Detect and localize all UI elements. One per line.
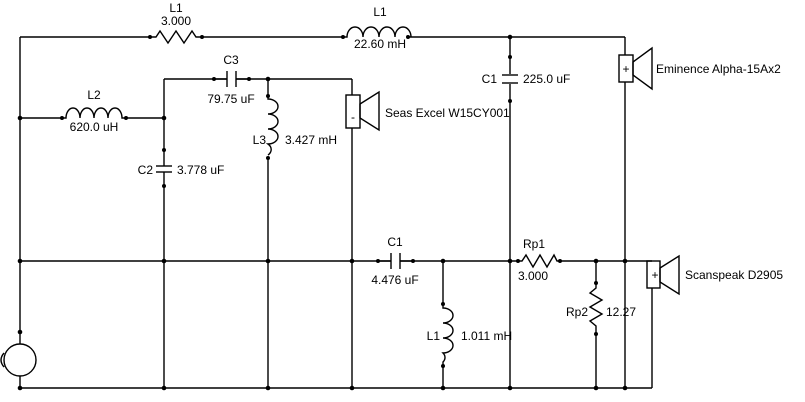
junction-dot xyxy=(17,329,23,335)
resistor-rp1[interactable]: Rp1 3.000 xyxy=(518,237,560,283)
component-ref: C3 xyxy=(223,53,239,67)
junction-dot xyxy=(265,258,271,264)
pin-dot xyxy=(162,184,166,188)
inductor-l2[interactable]: L2 620.0 uH xyxy=(62,88,126,134)
resistor-symbol-icon xyxy=(518,253,560,269)
wires xyxy=(19,36,653,389)
speaker-name: Eminence Alpha-15Ax2 xyxy=(656,62,781,76)
junction-dot xyxy=(593,258,599,264)
component-ref: L1 xyxy=(427,329,441,343)
component-value: 12.27 xyxy=(606,305,636,319)
inductor-l1-bottom[interactable]: L1 1.011 mH xyxy=(427,304,513,366)
junction-dot xyxy=(440,385,446,391)
component-ref: L1 xyxy=(373,5,387,19)
speaker-name: Seas Excel W15CY001 xyxy=(385,106,510,120)
resistor-l1-series[interactable]: L1 3.000 xyxy=(150,1,202,45)
component-value: 3.427 mH xyxy=(285,133,337,147)
signal-source[interactable] xyxy=(0,343,37,377)
inductor-l3[interactable]: L3 3.427 mH xyxy=(253,96,337,156)
junction-dot xyxy=(161,385,167,391)
resistor-rp2[interactable]: Rp2 12.27 xyxy=(566,283,636,334)
junction-dot xyxy=(622,258,628,264)
junction-dot xyxy=(265,385,271,391)
pin-dot xyxy=(508,55,512,59)
component-value: 22.60 mH xyxy=(354,37,406,51)
junction-dot xyxy=(507,385,513,391)
inductor-coil-icon xyxy=(265,96,279,156)
junctions xyxy=(17,34,628,391)
component-ref: L1 xyxy=(169,1,183,15)
speaker-cone-icon xyxy=(632,46,653,91)
speaker-mid[interactable]: - Seas Excel W15CY001 xyxy=(345,90,510,132)
component-ref: L3 xyxy=(253,133,267,147)
speaker-name: Scanspeak D2905 xyxy=(685,268,783,282)
inductor-coil-icon xyxy=(441,304,454,366)
capacitor-c3[interactable]: C3 79.75 uF xyxy=(207,53,254,106)
component-ref: C1 xyxy=(482,72,498,86)
component-value: 3.000 xyxy=(518,269,548,283)
pin-dot xyxy=(266,156,270,160)
component-value: 4.476 uF xyxy=(371,273,418,287)
component-ref: Rp2 xyxy=(566,305,588,319)
component-ref: L2 xyxy=(87,88,101,102)
junction-dot xyxy=(507,34,513,40)
inductor-coil-icon xyxy=(62,107,126,119)
pin-dot xyxy=(508,99,512,103)
inductor-l1-main[interactable]: L1 22.60 mH xyxy=(343,5,412,51)
component-value: 620.0 uH xyxy=(70,120,119,134)
speaker-tweeter[interactable]: + Scanspeak D2905 xyxy=(646,254,783,296)
junction-dot xyxy=(161,258,167,264)
pin-dot xyxy=(162,148,166,152)
component-value: 3.778 uF xyxy=(177,163,224,177)
inductor-coil-icon xyxy=(343,26,412,38)
junction-dot xyxy=(161,115,167,121)
resistor-symbol-icon xyxy=(588,283,604,334)
component-value: 225.0 uF xyxy=(523,72,570,86)
pin-dot xyxy=(406,35,410,39)
source-wave-icon xyxy=(0,352,5,368)
junction-dot xyxy=(17,115,23,121)
junction-dot xyxy=(265,76,271,82)
junction-dot xyxy=(593,385,599,391)
junction-dot xyxy=(17,258,23,264)
component-ref: C1 xyxy=(387,235,403,249)
component-value: 79.75 uF xyxy=(207,92,254,106)
speaker-woofer[interactable]: + Eminence Alpha-15Ax2 xyxy=(618,46,781,91)
junction-dot xyxy=(507,258,513,264)
capacitor-c1-bottom[interactable]: C1 4.476 uF xyxy=(371,235,418,287)
speaker-polarity: + xyxy=(651,268,658,282)
source-circle-icon xyxy=(3,343,37,377)
capacitor-c2[interactable]: C2 3.778 uF xyxy=(138,159,225,177)
junction-dot xyxy=(622,385,628,391)
speaker-cone-icon xyxy=(359,90,380,132)
speaker-cone-icon xyxy=(659,254,680,296)
capacitor-c1-top[interactable]: C1 225.0 uF xyxy=(482,72,571,86)
component-value: 1.011 mH xyxy=(461,329,512,343)
component-value: 3.000 xyxy=(161,14,191,28)
component-ref: C2 xyxy=(138,163,154,177)
resistor-symbol-icon xyxy=(150,29,202,45)
junction-dot xyxy=(349,258,355,264)
junction-dot xyxy=(440,258,446,264)
component-ref: Rp1 xyxy=(523,237,545,251)
junction-dot xyxy=(17,385,23,391)
junction-dot xyxy=(349,385,355,391)
speaker-polarity: - xyxy=(351,110,355,124)
speaker-polarity: + xyxy=(622,62,629,76)
